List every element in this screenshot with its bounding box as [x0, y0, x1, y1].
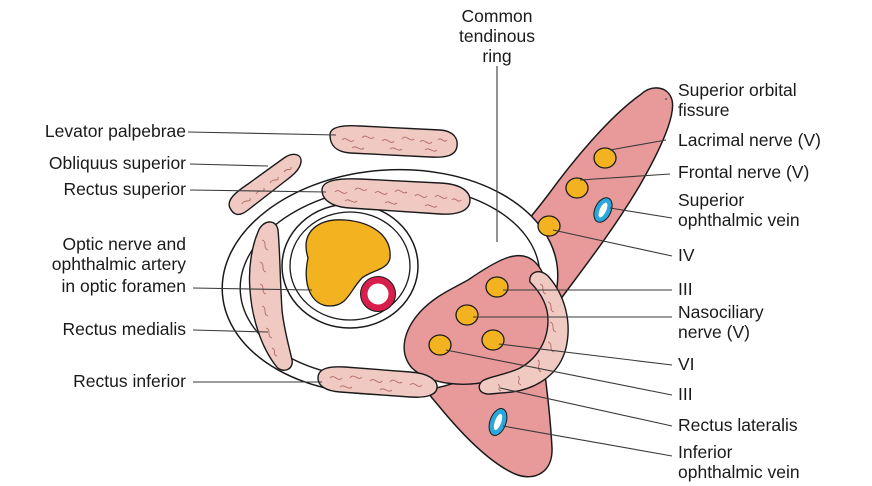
label-nasociliary-nerve-1: Nasociliary	[678, 302, 764, 322]
label-iii-upper: III	[678, 279, 693, 299]
ophthalmic-artery	[364, 280, 392, 308]
frontal-nerve	[566, 178, 588, 198]
muscle-levator-palpebrae	[330, 126, 457, 158]
label-iii-lower: III	[678, 384, 693, 404]
label-superior-ophthalmic-vein-2: ophthalmic vein	[678, 210, 800, 230]
label-superior-orbital-fissure-1: Superior orbital	[678, 80, 797, 100]
label-frontal-nerve: Frontal nerve (V)	[678, 162, 809, 182]
label-rectus-medialis: Rectus medialis	[62, 319, 186, 339]
label-obliquus-superior: Obliquus superior	[49, 153, 186, 173]
trochlear-nerve-iv	[538, 216, 560, 236]
oculomotor-nerve-iii-upper	[486, 277, 508, 297]
label-common-tendinous-ring-3: ring	[482, 46, 511, 66]
label-optic-nerve-2: ophthalmic artery	[52, 254, 186, 274]
label-rectus-superior: Rectus superior	[63, 179, 186, 199]
label-rectus-lateralis: Rectus lateralis	[678, 415, 798, 435]
nasociliary-nerve	[456, 305, 478, 325]
label-iv: IV	[678, 245, 695, 265]
label-superior-orbital-fissure-2: fissure	[678, 100, 730, 120]
label-optic-nerve-1: Optic nerve and	[62, 234, 186, 254]
label-common-tendinous-ring-2: tendinous	[459, 26, 535, 46]
label-levator-palpebrae: Levator palpebrae	[45, 121, 186, 141]
label-nasociliary-nerve-2: nerve (V)	[678, 322, 750, 342]
label-lacrimal-nerve: Lacrimal nerve (V)	[678, 130, 821, 150]
lacrimal-nerve	[594, 148, 616, 168]
label-common-tendinous-ring-1: Common	[462, 6, 533, 26]
label-rectus-inferior: Rectus inferior	[73, 371, 186, 391]
label-inferior-ophthalmic-vein-1: Inferior	[678, 442, 733, 462]
abducens-nerve-vi	[482, 330, 504, 350]
label-vi: VI	[678, 354, 695, 374]
label-inferior-ophthalmic-vein-2: ophthalmic vein	[678, 462, 800, 482]
label-optic-nerve-3: in optic foramen	[61, 276, 186, 296]
label-superior-ophthalmic-vein-1: Superior	[678, 190, 744, 210]
oculomotor-nerve-iii-lower	[429, 335, 451, 355]
